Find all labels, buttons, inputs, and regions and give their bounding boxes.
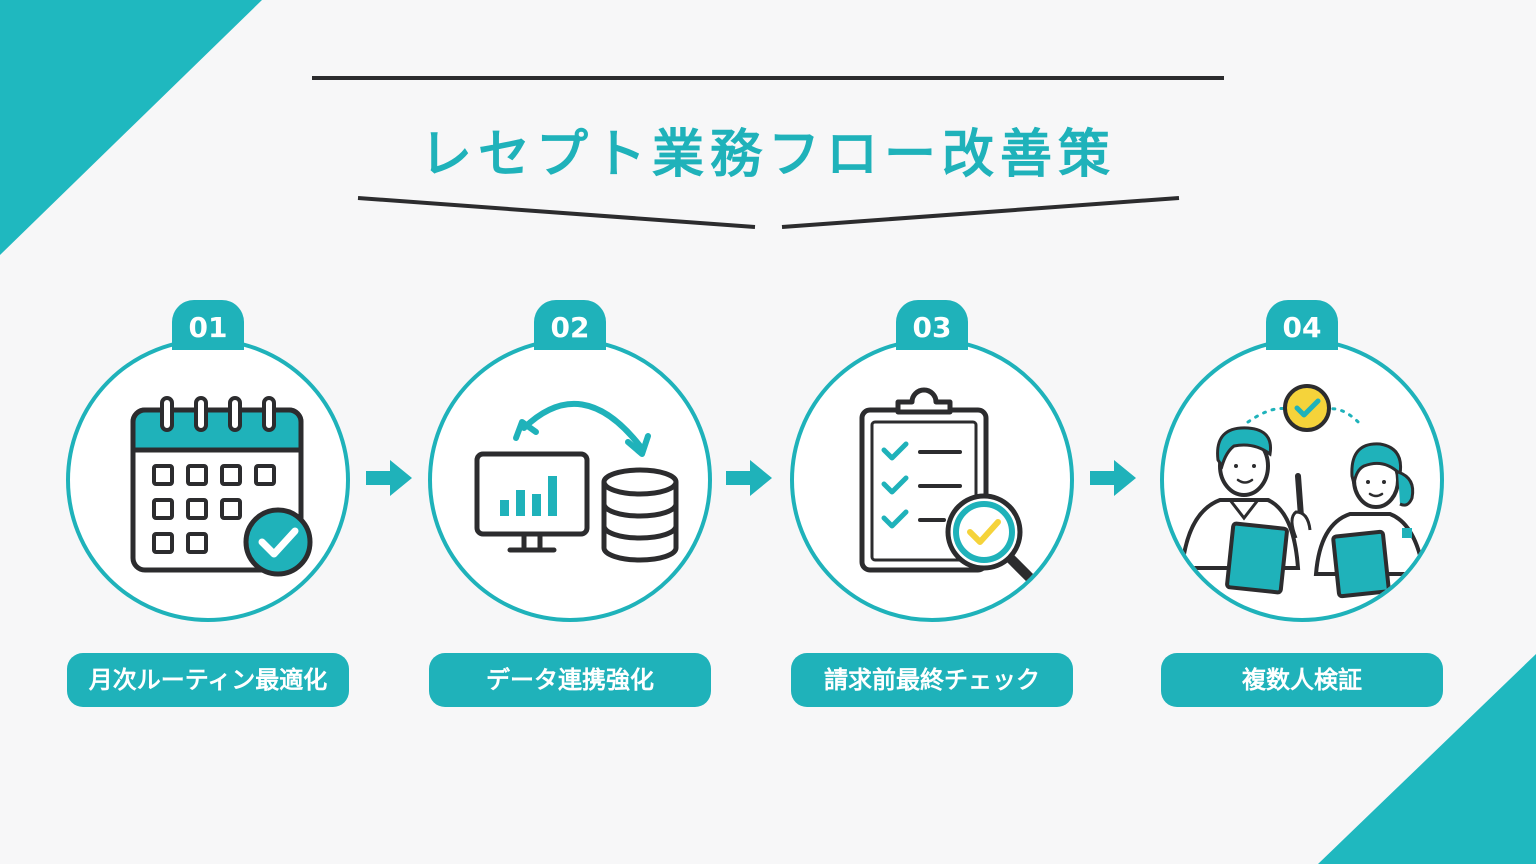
page-title: レセプト業務フロー改善策 [419,125,1116,185]
step-icon-circle [790,338,1074,622]
two-people-verify-icon [1179,384,1427,599]
clipboard-magnifier-icon [859,387,1047,595]
title-top-rule [312,76,1224,80]
title-bottom-rule [357,196,1180,229]
step-icon-circle [66,338,350,622]
monitor-database-sync-icon [474,401,679,563]
step-4: 04 複数人検証 [1152,300,1452,720]
step-label: データ連携強化 [429,653,711,707]
step-icon-circle [428,338,712,622]
arrow-right-icon [1090,460,1136,496]
step-3: 03 請求前最終チェック [782,300,1082,720]
arrow-right-icon [366,460,412,496]
step-label: 複数人検証 [1161,653,1443,707]
step-1: 01 月次ルーティン最適化 [58,300,358,720]
step-number-badge: 04 [1266,300,1338,350]
step-2: 02 データ連携強化 [420,300,720,720]
calendar-check-icon [130,396,313,577]
step-number-badge: 01 [172,300,244,350]
step-icon-circle [1160,338,1444,622]
step-label: 月次ルーティン最適化 [67,653,349,707]
arrow-right-icon [726,460,772,496]
corner-decoration-top-left [0,0,262,255]
step-number-badge: 02 [534,300,606,350]
step-label: 請求前最終チェック [791,653,1073,707]
step-number-badge: 03 [896,300,968,350]
